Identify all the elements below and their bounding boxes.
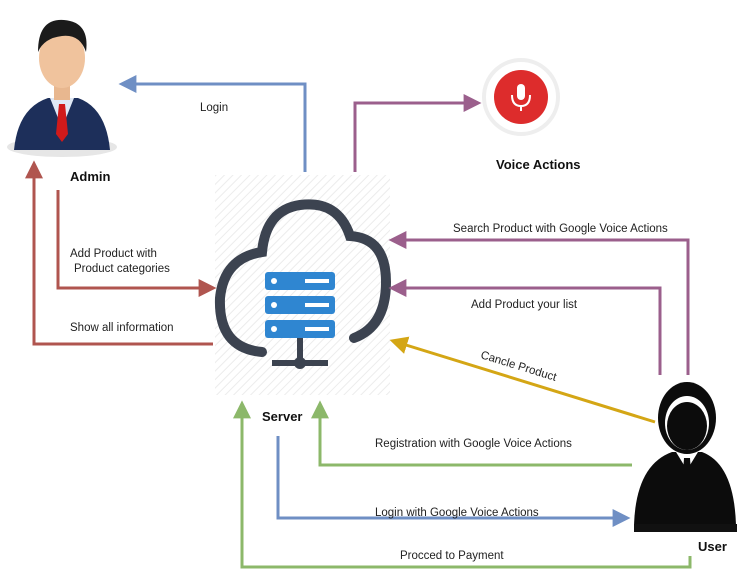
payment-label: Procced to Payment [400, 550, 504, 562]
server-label: Server [262, 409, 302, 424]
login-arrow [118, 75, 307, 172]
search-product-arrow [388, 231, 690, 375]
admin-label: Admin [70, 169, 111, 184]
cloud-server-icon [214, 199, 392, 369]
voice-actions-node [482, 58, 560, 136]
show-all-label: Show all information [70, 322, 174, 334]
add-product-label-2: Product categories [74, 263, 170, 275]
login-voice-arrow [276, 436, 631, 527]
server-node [214, 175, 392, 395]
voice-actions-arrow [353, 94, 482, 172]
payment-arrow [233, 400, 692, 569]
login-label: Login [200, 102, 228, 114]
add-list-label: Add Product your list [471, 299, 578, 311]
voice-actions-label: Voice Actions [496, 157, 581, 172]
login-voice-label: Login with Google Voice Actions [375, 507, 539, 519]
add-list-arrow [388, 279, 662, 375]
registration-label: Registration with Google Voice Actions [375, 438, 572, 450]
admin-icon [7, 19, 117, 157]
add-product-label-1: Add Product with [70, 248, 157, 260]
user-icon [634, 382, 737, 532]
cancel-product-arrow [389, 336, 656, 424]
microphone-icon [511, 84, 531, 111]
registration-arrow [311, 400, 632, 467]
user-label: User [698, 539, 727, 554]
add-product-arrow [56, 190, 217, 297]
show-all-arrow [25, 160, 213, 346]
search-product-label: Search Product with Google Voice Actions [453, 223, 668, 235]
